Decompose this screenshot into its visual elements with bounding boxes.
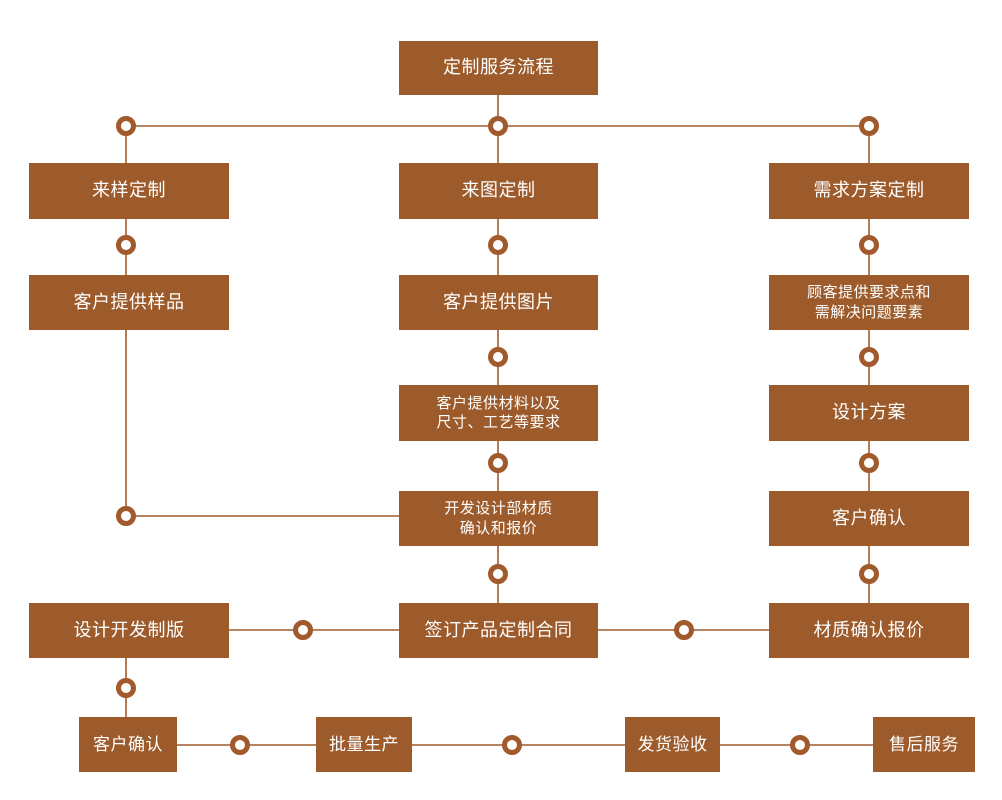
node-customer-provides-material-spec[interactable]: 客户提供材料以及 尺寸、工艺等要求	[399, 385, 598, 441]
connector-ring-sample-provide	[116, 235, 136, 255]
connector-ring-bar-center	[488, 116, 508, 136]
connector-ring-develop-contract	[293, 620, 313, 640]
connector-ring-material-devquote	[488, 453, 508, 473]
node-customer-confirm-lower[interactable]: 客户确认	[79, 717, 177, 772]
node-material-confirm-quote[interactable]: 材质确认报价	[769, 603, 969, 658]
connector-ring-delivery-aftersales	[790, 735, 810, 755]
node-design-plan[interactable]: 设计方案	[769, 385, 969, 441]
node-requirement-customization[interactable]: 需求方案定制	[769, 163, 969, 219]
node-customer-confirm-upper[interactable]: 客户确认	[769, 491, 969, 546]
connector-ring-bar-right	[859, 116, 879, 136]
connector-ring-requirement-provide	[859, 235, 879, 255]
connector-ring-designplan-confirm	[859, 453, 879, 473]
connector-ring-drawing-image	[488, 235, 508, 255]
connector-ring-confirm-materialquote	[859, 564, 879, 584]
connector-ring-image-material	[488, 347, 508, 367]
connector-ring-bar-left	[116, 116, 136, 136]
connector-ring-confirm-production	[230, 735, 250, 755]
node-development-material-quote[interactable]: 开发设计部材质 确认和报价	[399, 491, 598, 546]
node-customer-provides-requirements[interactable]: 顾客提供要求点和 需解决问题要素	[769, 275, 969, 330]
node-mass-production[interactable]: 批量生产	[316, 717, 412, 772]
node-design-development-plate[interactable]: 设计开发制版	[29, 603, 229, 658]
connector-ring-develop-confirm	[116, 678, 136, 698]
node-delivery-acceptance[interactable]: 发货验收	[625, 717, 720, 772]
connector-ring-reqprovide-designplan	[859, 347, 879, 367]
connector-ring-contract-materialquote	[674, 620, 694, 640]
connector-ring-devquote-contract	[488, 564, 508, 584]
connector-ring-production-delivery	[502, 735, 522, 755]
node-drawing-customization[interactable]: 来图定制	[399, 163, 598, 219]
node-after-sales-service[interactable]: 售后服务	[873, 717, 975, 772]
node-sample-customization[interactable]: 来样定制	[29, 163, 229, 219]
connector-ring-left-join	[116, 506, 136, 526]
node-customer-provides-image[interactable]: 客户提供图片	[399, 275, 598, 330]
node-sign-custom-contract[interactable]: 签订产品定制合同	[399, 603, 598, 658]
node-title[interactable]: 定制服务流程	[399, 41, 598, 95]
node-customer-provides-sample[interactable]: 客户提供样品	[29, 275, 229, 330]
